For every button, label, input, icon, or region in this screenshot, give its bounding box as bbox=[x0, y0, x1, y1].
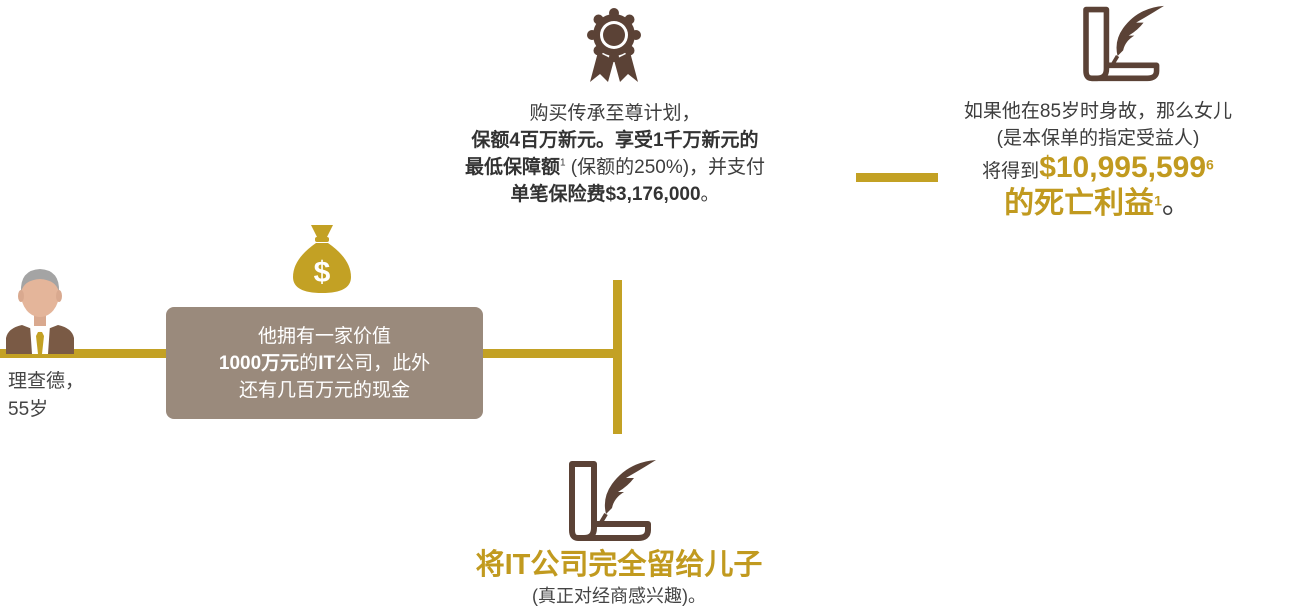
company-text-de: 的 bbox=[299, 352, 319, 374]
will-quill-icon bbox=[1083, 5, 1164, 82]
bottom-subtitle: (真正对经商感兴趣)。 bbox=[532, 586, 706, 606]
company-box: 他拥有一家价值 1000万元的IT公司，此外 还有几百万元的现金 bbox=[166, 307, 483, 419]
company-it: IT bbox=[318, 352, 336, 374]
award-ribbon-icon bbox=[587, 8, 641, 82]
bottom-title: 将IT公司完全留给儿子 bbox=[475, 549, 763, 581]
company-value: 1000万元 bbox=[218, 352, 300, 374]
company-line3: 还有几百万元的现金 bbox=[238, 379, 410, 401]
benef-footnote-6: 6 bbox=[1206, 156, 1214, 173]
benef-line3: 将得到$10,995,5996 bbox=[920, 151, 1276, 185]
will-quill-icon bbox=[569, 460, 656, 541]
person-label: 理查德， 55岁 bbox=[8, 368, 84, 424]
plan-description: 购买传承至尊计划， 保额4百万新元。享受1千万新元的 最低保障额1 (保额的25… bbox=[400, 100, 830, 208]
connector-bar-right bbox=[856, 173, 938, 182]
timeline-bar-left bbox=[0, 349, 166, 358]
death-benefit-label: 的死亡利益 bbox=[1004, 187, 1155, 220]
death-benefit-amount: $10,995,599 bbox=[1039, 151, 1207, 184]
money-bag-icon: $ bbox=[293, 225, 351, 293]
person-age: 55岁 bbox=[8, 399, 49, 420]
benef-footnote-1: 1 bbox=[1154, 192, 1162, 209]
beneficiary-description: 如果他在85岁时身故，那么女儿 (是本保单的指定受益人) 将得到$10,995,… bbox=[920, 98, 1276, 227]
svg-text:$: $ bbox=[314, 256, 331, 289]
plan-sum-assured: 保额4百万新元。享受1千万新元的 bbox=[471, 130, 759, 151]
plan-premium: 单笔保险费$3,176,000 bbox=[510, 184, 701, 205]
benef-prefix: 将得到 bbox=[982, 161, 1040, 182]
plan-line2: 保额4百万新元。享受1千万新元的 bbox=[400, 127, 830, 154]
plan-line4: 单笔保险费$3,176,000。 bbox=[400, 181, 830, 208]
benef-line2: (是本保单的指定受益人) bbox=[996, 128, 1200, 149]
person-icon bbox=[6, 269, 74, 354]
plan-percent: (保额的250%)，并支付 bbox=[565, 157, 766, 178]
timeline-bar-right bbox=[483, 349, 621, 358]
timeline-vertical-bar bbox=[613, 280, 622, 434]
company-line2: 1000万元的IT公司，此外 bbox=[166, 350, 483, 377]
company-text-gongsi: 公司，此外 bbox=[335, 352, 431, 374]
company-line1: 他拥有一家价值 bbox=[257, 325, 391, 347]
person-name: 理查德， bbox=[8, 371, 85, 392]
plan-line3: 最低保障额1 (保额的250%)，并支付 bbox=[400, 154, 830, 181]
plan-min-coverage: 最低保障额 bbox=[464, 157, 560, 178]
plan-footnote-1: 1 bbox=[559, 157, 566, 169]
plan-period: 。 bbox=[700, 184, 720, 205]
benef-line1: 如果他在85岁时身故，那么女儿 bbox=[963, 101, 1233, 122]
plan-line1: 购买传承至尊计划， bbox=[529, 103, 701, 124]
benef-period: 。 bbox=[1161, 187, 1192, 220]
benef-line4: 的死亡利益1。 bbox=[920, 185, 1276, 227]
